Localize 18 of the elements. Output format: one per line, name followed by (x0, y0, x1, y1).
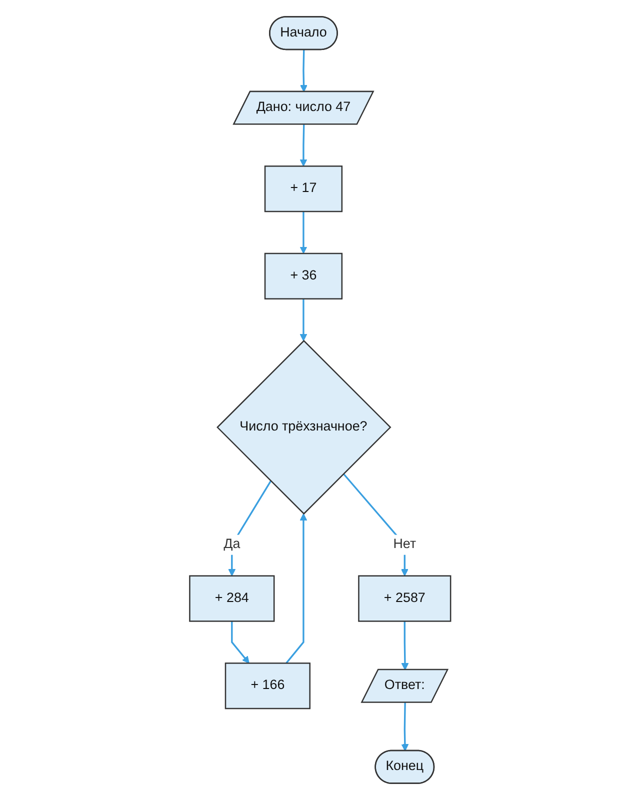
node-box: + 166 (224, 662, 310, 710)
arrow (230, 621, 250, 664)
edge-label: Да (223, 537, 240, 552)
node-box: + 36 (264, 252, 342, 300)
node-box: + 284 (188, 575, 275, 622)
arrow (285, 513, 307, 664)
arrow (228, 480, 272, 576)
arrow (300, 298, 307, 342)
arrow (300, 124, 307, 167)
node-box: + 17 (264, 166, 342, 212)
arrow (401, 621, 409, 670)
node-box: + 2587 (358, 575, 452, 622)
node-diamond: Число трёхзначное? (216, 340, 392, 515)
arrow (401, 702, 408, 752)
arrow (300, 50, 308, 92)
edge-label: Нет (393, 537, 416, 552)
arrow (342, 473, 408, 576)
arrow (300, 212, 307, 254)
